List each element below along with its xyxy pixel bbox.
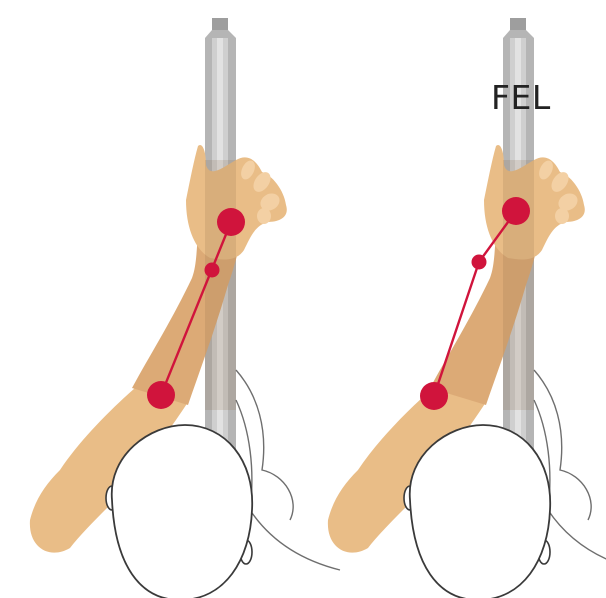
left-wrist-marker (217, 208, 245, 236)
left-arm-figure (30, 18, 340, 598)
left-panel (30, 18, 340, 598)
right-elbow-marker (420, 382, 448, 410)
right-wrist-marker (502, 197, 530, 225)
fel-label: FEL (491, 78, 551, 117)
left-mid-forearm-marker (205, 263, 220, 278)
right-arm-figure (328, 18, 606, 598)
left-elbow-marker (147, 381, 175, 409)
right-panel (328, 18, 606, 598)
right-mid-forearm-marker (472, 255, 487, 270)
